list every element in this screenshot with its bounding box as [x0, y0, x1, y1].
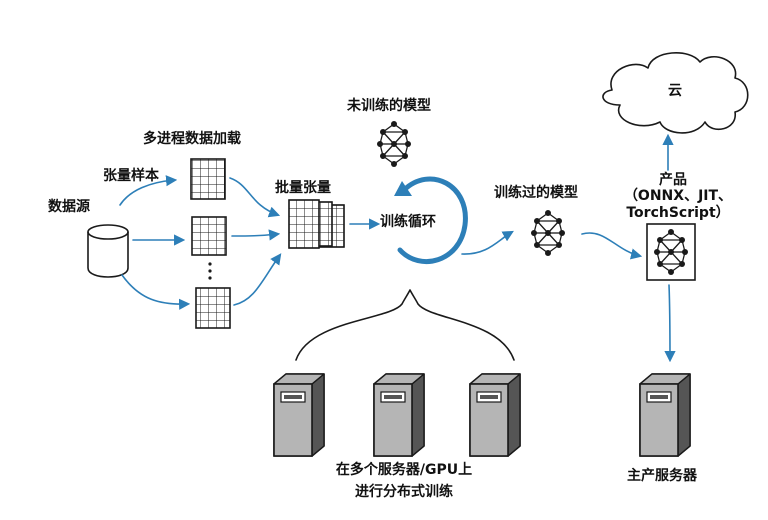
label-product-formats-1: （ONNX、JIT、 [623, 188, 733, 204]
label-cloud: 云 [668, 83, 682, 99]
training-loop-arrow [397, 176, 468, 265]
arrow-sample-3-to-batch [233, 253, 282, 306]
training-loop-arrowhead [394, 181, 412, 196]
tensor-sample-grid-2 [191, 216, 227, 256]
tensor-sample-grid-1 [190, 158, 226, 200]
ellipsis-dots [208, 262, 212, 280]
batch-tensor-stack [288, 199, 345, 249]
label-production-servers: 主产服务器 [627, 468, 697, 484]
cloud-icon [602, 52, 749, 134]
arrow-loop-to-trained [461, 230, 514, 255]
label-distributed-2: 进行分布式训练 [355, 484, 453, 500]
server-icon-1 [273, 373, 325, 457]
arrow-sample-2-to-batch [231, 229, 281, 241]
distributed-brace [295, 289, 515, 361]
label-batch-tensor: 批量张量 [275, 180, 331, 196]
product-model-network-icon [654, 229, 688, 275]
server-icon-production [639, 373, 691, 457]
arrow-sample-1-to-batch [229, 177, 281, 218]
label-tensor-samples: 张量样本 [103, 168, 159, 184]
label-product: 产品 [659, 172, 687, 188]
arrow-source-to-sample-3 [121, 274, 191, 310]
trained-model-network-icon [531, 210, 565, 256]
server-icon-3 [469, 373, 521, 457]
label-multiprocess-loading: 多进程数据加载 [143, 131, 241, 147]
label-product-formats-2: TorchScript） [626, 205, 730, 221]
label-distributed-1: 在多个服务器/GPU上 [335, 462, 473, 478]
label-trained-model: 训练过的模型 [494, 185, 578, 201]
tensor-sample-grid-3 [195, 287, 231, 329]
arrow-trained-to-product [581, 232, 643, 260]
database-icon [87, 224, 129, 278]
server-icon-2 [373, 373, 425, 457]
label-data-source: 数据源 [48, 199, 90, 215]
label-training-loop: 训练循环 [380, 214, 436, 230]
arrow-source-to-sample-1 [119, 175, 178, 206]
label-untrained-model: 未训练的模型 [347, 98, 431, 114]
untrained-model-network-icon [377, 121, 411, 167]
arrow-product-to-servers [664, 284, 676, 363]
